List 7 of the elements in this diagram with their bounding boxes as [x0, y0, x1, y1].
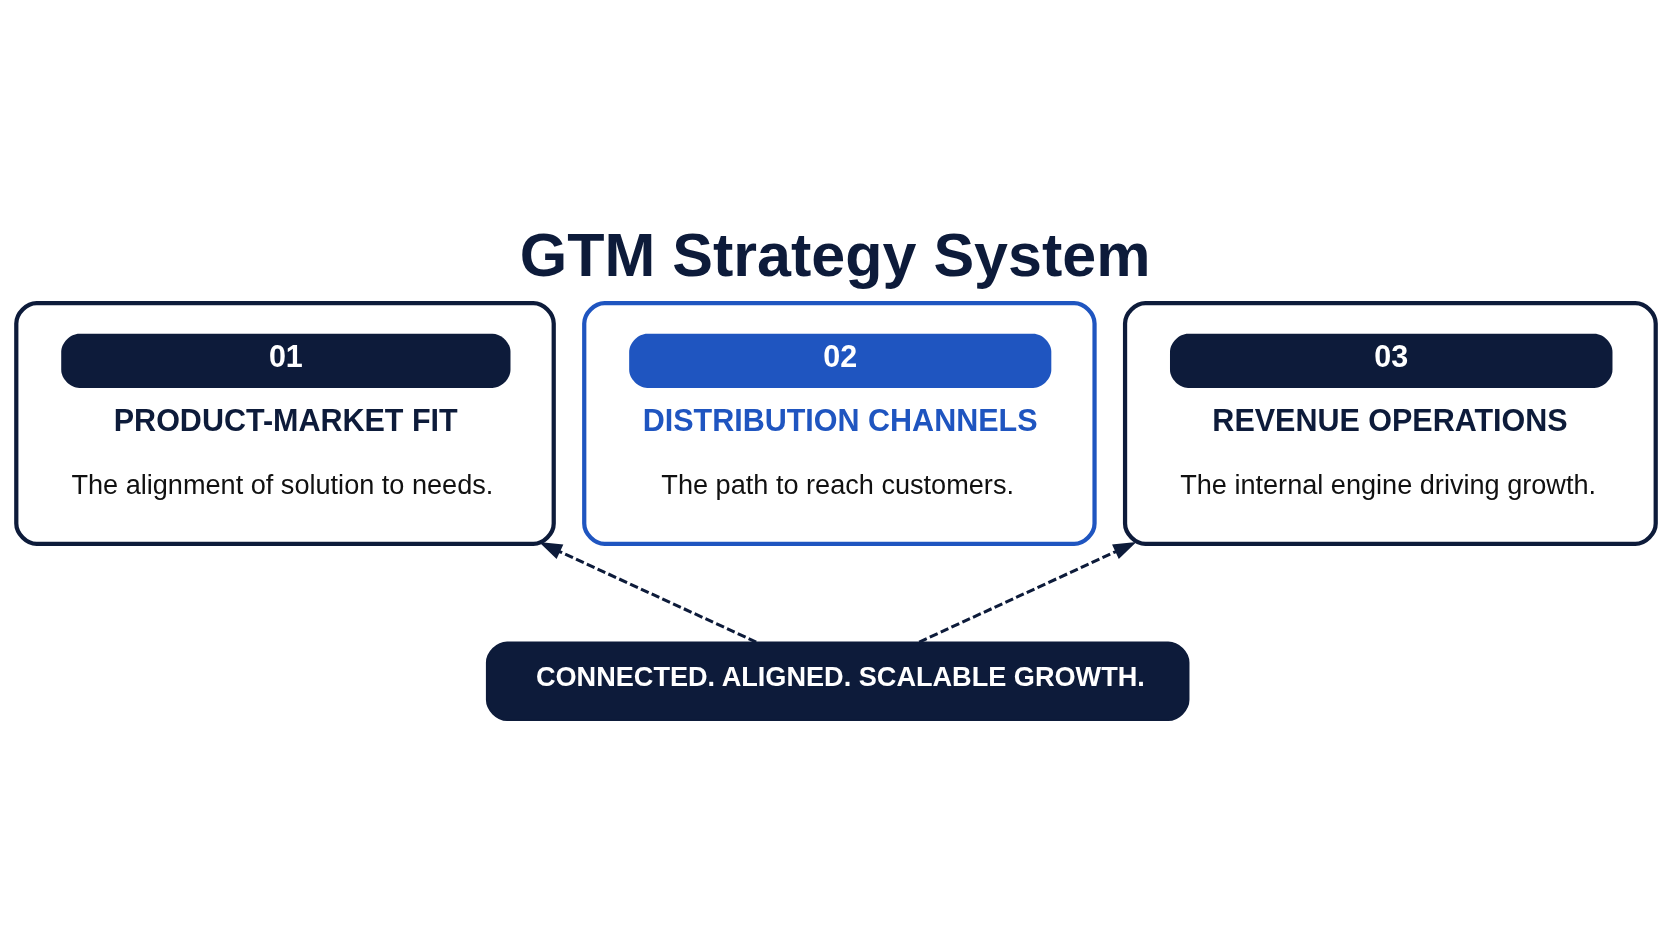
node-box: CONNECTED. ALIGNED. SCALABLE GROWTH.: [485, 640, 1190, 721]
node-box: 03 REVENUE OPERATIONS The internal engine driving growth.: [1122, 300, 1658, 546]
node-box: 01 PRODUCT-MARKET FIT The alignment of solution to needs.: [14, 300, 556, 546]
diagram-title: GTM Strategy System: [519, 220, 1151, 289]
arrow: [539, 541, 757, 643]
arrow: [918, 541, 1137, 643]
node-box: 02 DISTRIBUTION CHANNELS The path to reach customers.: [582, 300, 1097, 546]
